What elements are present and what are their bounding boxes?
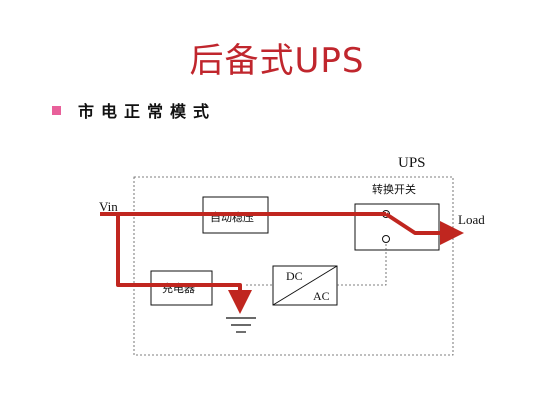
bullet-text: 市电正常模式: [78, 102, 217, 121]
charging-power-path: [116, 214, 252, 314]
load-label: Load: [458, 212, 485, 227]
charger-box: [150, 270, 213, 306]
inverter-to-switch-wire: [337, 243, 387, 286]
ups-label: UPS: [398, 155, 426, 171]
inverter-diagonal: [272, 265, 338, 306]
inverter-dc-label: DC: [286, 269, 303, 283]
transfer-switch-box: [354, 203, 440, 251]
switch-to-load-path: [384, 212, 464, 245]
bullet-square-icon: [52, 105, 61, 115]
vin-label: Vin: [99, 199, 118, 214]
transfer-switch-label: 转换开关: [372, 182, 416, 196]
switch-contact-inverter: [382, 235, 390, 243]
slide-title: 后备式UPS: [189, 41, 365, 81]
ups-enclosure: [133, 176, 454, 356]
inverter-ac-label: AC: [313, 289, 330, 303]
bullet-item: 市电正常模式: [52, 98, 216, 122]
